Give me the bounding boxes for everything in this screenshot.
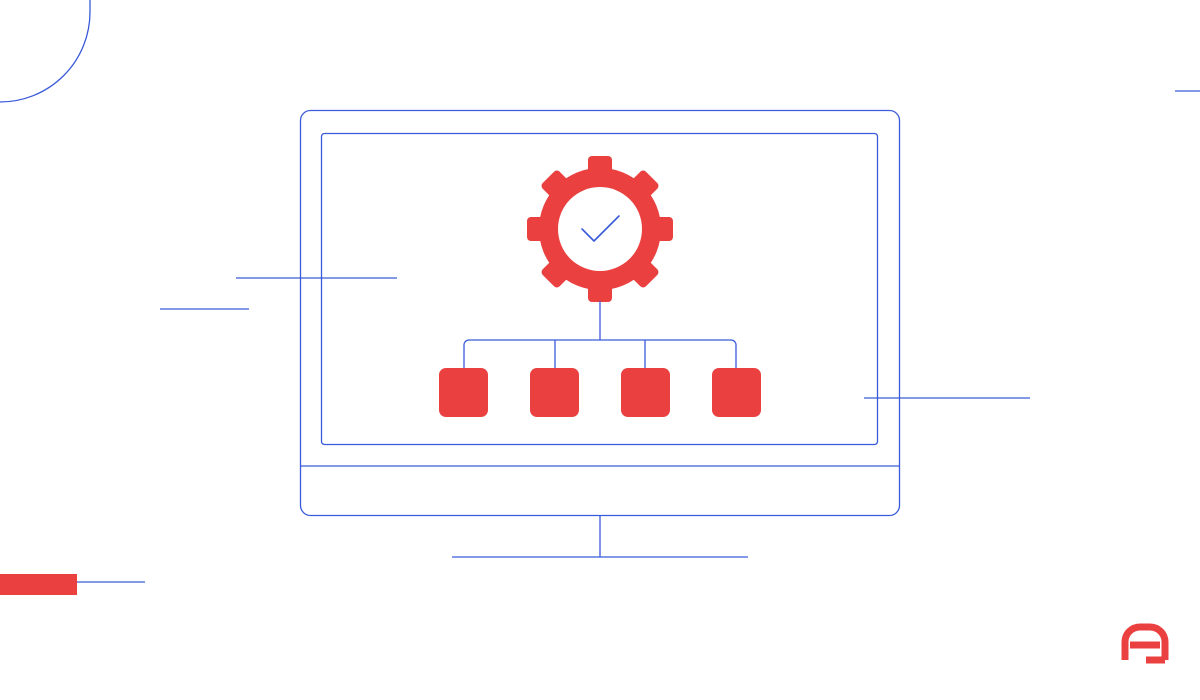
monitor [299,109,901,558]
node-boxes [439,368,761,417]
node-box-icon [530,368,579,417]
node-box-icon [621,368,670,417]
node-box-icon [712,368,761,417]
monitor-screen [320,132,879,446]
decorative-red-bar [0,574,77,595]
decorative-arc [0,0,91,103]
brand-a-logo-icon [1121,623,1169,664]
gear-check-icon [527,156,673,302]
node-box-icon [439,368,488,417]
checkmark-icon [581,215,620,242]
monitor-frame [299,109,901,517]
hierarchy-connectors [463,301,737,368]
